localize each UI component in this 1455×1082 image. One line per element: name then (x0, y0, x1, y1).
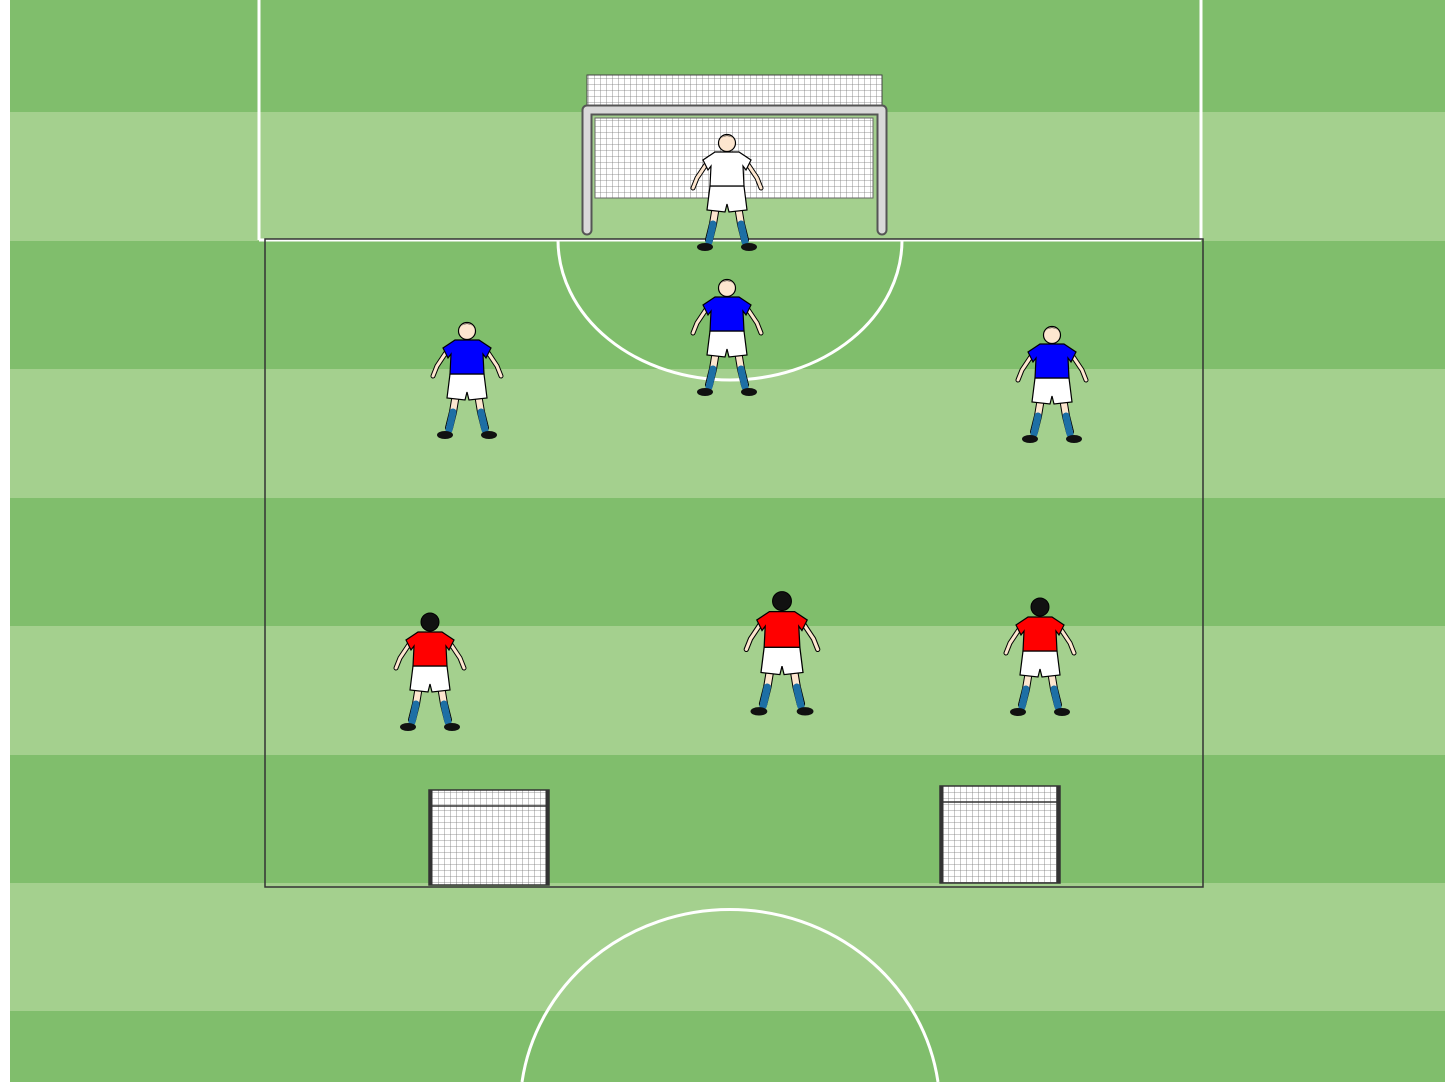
goal-net-top (587, 75, 882, 105)
pitch-stripe (10, 1011, 1445, 1082)
pitch-stripe (10, 883, 1445, 1011)
pitch-stripe (10, 369, 1445, 498)
pitch-stripe (10, 498, 1445, 626)
pitch-stripe (10, 626, 1445, 755)
mini-goal-right (940, 786, 1060, 883)
pitch-stripe (10, 755, 1445, 883)
mini-goal-left (429, 790, 549, 885)
